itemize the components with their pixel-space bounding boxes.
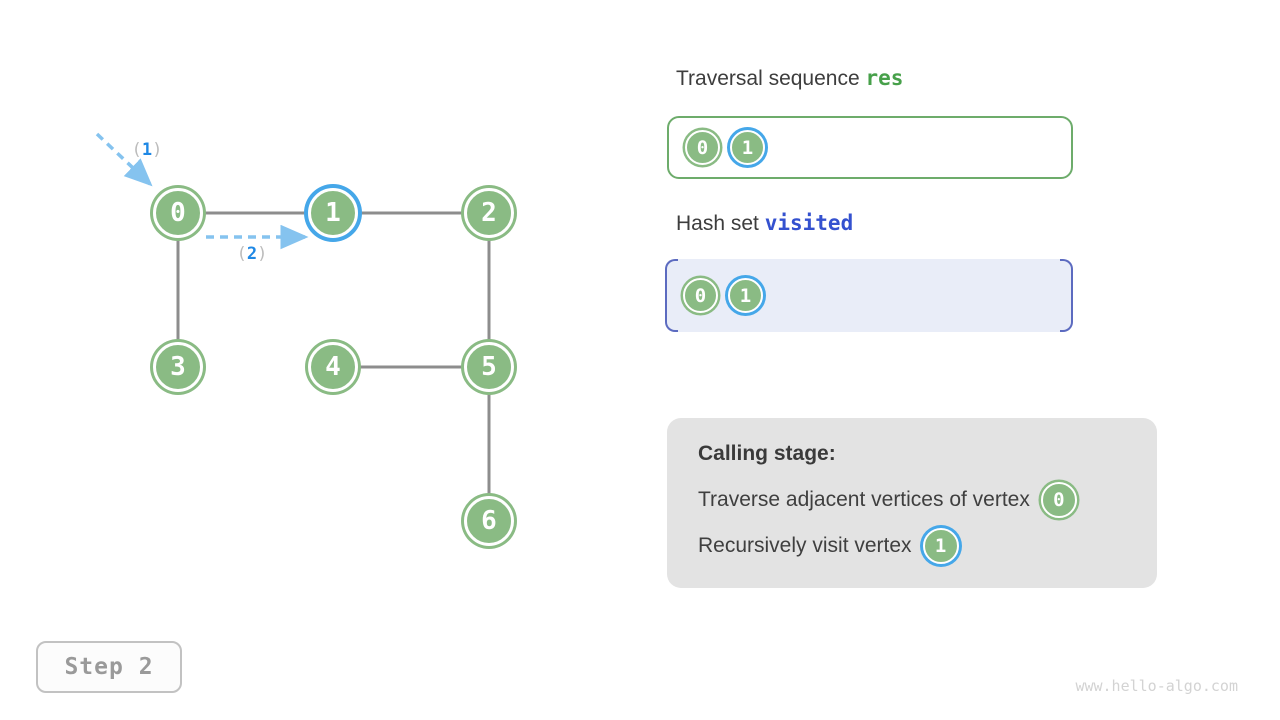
label-number: 1 — [141, 140, 153, 160]
label-paren: ( — [131, 140, 142, 160]
traversal-sequence-box: 0 1 — [667, 116, 1073, 179]
res-variable-label: res — [865, 66, 904, 90]
graph-node-4: 4 — [308, 342, 358, 392]
label-paren: ) — [257, 244, 268, 264]
graph-node-6: 6 — [464, 496, 514, 546]
watermark: www.hello-algo.com — [1075, 677, 1238, 695]
calling-stage-line-1-text: Traverse adjacent vertices of vertex — [698, 488, 1030, 511]
calling-stage-node-0: 0 — [1040, 482, 1077, 518]
traversal-sequence-title-text: Traversal sequence — [676, 67, 866, 90]
visited-variable-label: visited — [764, 211, 854, 235]
hash-set-title-text: Hash set — [676, 212, 765, 235]
traversal-arrow-1 — [95, 132, 153, 187]
graph-node-1: 1 — [308, 188, 358, 238]
graph-node-0: 0 — [153, 188, 203, 238]
visited-item-1: 1 — [728, 278, 763, 313]
visited-set-box: 0 1 — [665, 259, 1073, 332]
step-button[interactable]: Step 2 — [36, 641, 182, 693]
calling-stage-line-2-text: Recursively visit vertex — [698, 534, 912, 557]
graph-node-3: 3 — [153, 342, 203, 392]
calling-stage-node-1: 1 — [922, 528, 959, 564]
hash-set-title: Hash set visited — [676, 211, 853, 236]
res-item-0: 0 — [685, 130, 720, 165]
calling-stage-line-2: Recursively visit vertex 1 — [698, 528, 959, 564]
set-bracket-right — [1060, 259, 1073, 332]
visited-item-0: 0 — [683, 278, 718, 313]
traversal-sequence-title: Traversal sequence res — [676, 66, 903, 91]
label-paren: ) — [152, 140, 163, 160]
res-item-1: 1 — [730, 130, 765, 165]
label-number: 2 — [246, 244, 258, 264]
calling-stage-heading: Calling stage: — [698, 442, 836, 465]
label-paren: ( — [236, 244, 247, 264]
graph-node-5: 5 — [464, 342, 514, 392]
calling-stage-line-1: Traverse adjacent vertices of vertex 0 — [698, 482, 1077, 518]
set-bracket-left — [665, 259, 678, 332]
calling-stage-box: Calling stage: Traverse adjacent vertice… — [667, 418, 1157, 588]
arrow-order-label-2: (2) — [237, 244, 268, 264]
graph-node-2: 2 — [464, 188, 514, 238]
arrow-order-label-1: (1) — [132, 140, 163, 160]
